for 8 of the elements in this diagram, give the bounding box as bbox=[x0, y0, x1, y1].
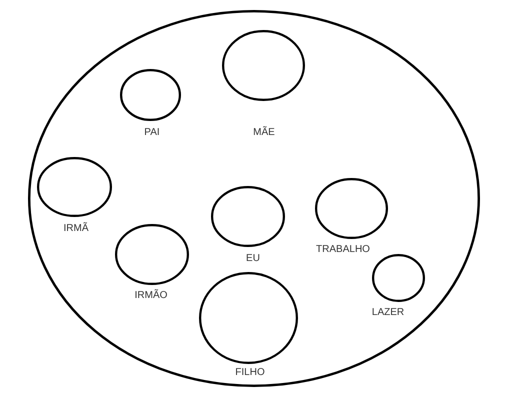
node-label: EU bbox=[246, 253, 260, 264]
node-label: TRABALHO bbox=[316, 244, 370, 255]
node-label: PAI bbox=[144, 127, 160, 138]
node-label: LAZER bbox=[372, 307, 404, 318]
node-label: IRMÃO bbox=[134, 290, 168, 301]
node-label: FILHO bbox=[235, 367, 265, 378]
node-label: IRMÃ bbox=[64, 223, 88, 234]
node-label: MÃE bbox=[253, 127, 275, 138]
